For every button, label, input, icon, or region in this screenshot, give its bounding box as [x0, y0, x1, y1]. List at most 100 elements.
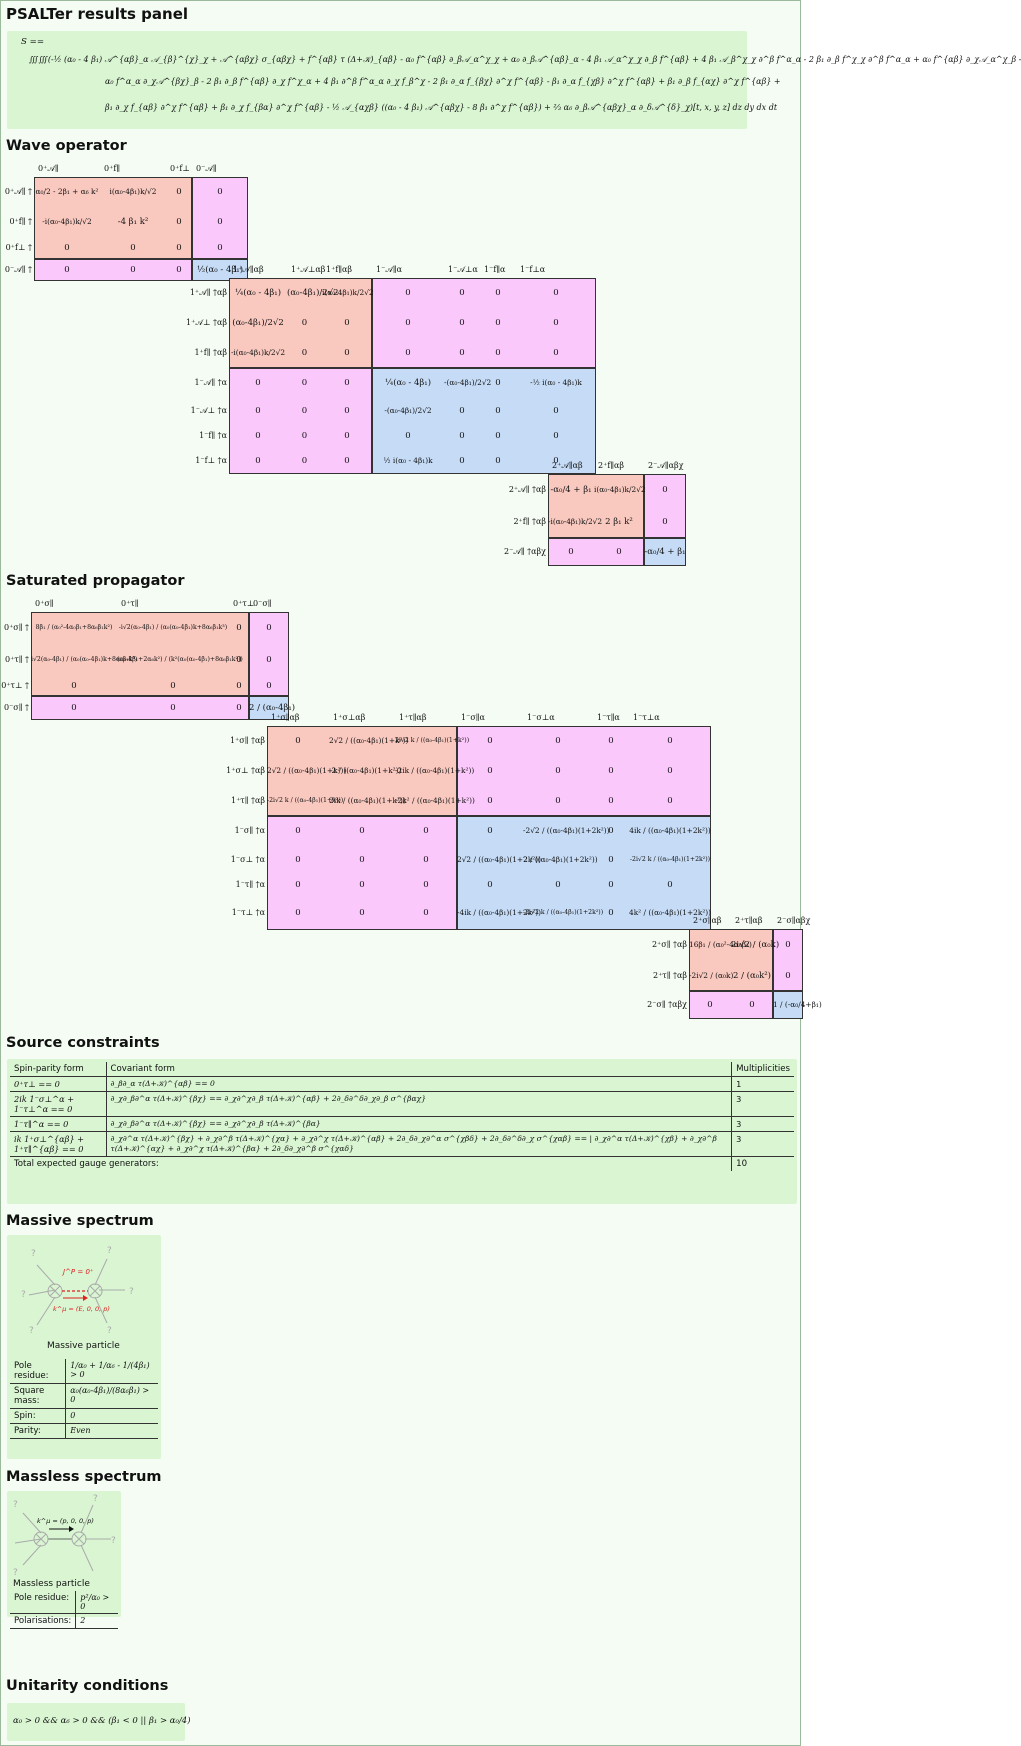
wave-b0-cell: 0: [176, 265, 182, 275]
wave-b1-cell: 0: [459, 318, 465, 328]
wave-b1-cell: 0: [344, 456, 350, 466]
massive-row: Parity:Even: [10, 1423, 158, 1439]
prop-b0-region: [31, 696, 249, 720]
prop-b2-region: [773, 991, 803, 1019]
wave-b2-region: [548, 538, 644, 566]
wave-b2-region: [644, 474, 686, 538]
wave-b1-cell: 0: [459, 406, 465, 416]
unitarity-box: α₀ > 0 && α₆ > 0 && (β₁ < 0 || β₁ > α₀/4…: [7, 1703, 191, 1741]
prop-b0-col-header: 0⁻σ∥: [253, 599, 272, 608]
wave-b1-cell: 0: [553, 406, 559, 416]
action-line-1: ∭∭(-½ (α₀ - 4 β₁) 𝒜^{αβ}_α 𝒜_{β}^{χ}_χ +…: [29, 55, 1021, 64]
prop-b1-cell: 0: [423, 880, 429, 890]
wave-b0-col-header: 0⁻𝒜∥: [196, 164, 217, 173]
wave-b1-cell: 0: [459, 456, 465, 466]
prop-b1-cell: 0: [487, 766, 493, 776]
prop-b1-cell: 0: [667, 766, 673, 776]
wave-b1-cell: 0: [495, 318, 501, 328]
prop-b0-row-label: 0⁻σ∥ †: [3, 703, 29, 712]
wave-b2-cell: -α₀/4 + β₁: [644, 547, 686, 557]
constraint-spinparity: 0⁺τ⊥ == 0: [10, 1076, 107, 1092]
prop-b1-cell: 0: [295, 908, 301, 918]
constraints-table: Spin-parity form Covariant form Multipli…: [10, 1062, 794, 1171]
prop-b0-cell: 0: [170, 681, 176, 691]
svg-text:?: ?: [13, 1500, 18, 1510]
prop-b1-cell: 0: [667, 736, 673, 746]
massive-label: Parity:: [10, 1423, 67, 1439]
action-line-3: β₁ ∂_χ f_{αβ} ∂^χ f^{αβ} + β₁ ∂_χ f_{βα}…: [105, 103, 778, 112]
wave-b1-cell: 0: [495, 456, 501, 466]
wave-b1-cell: 0: [301, 348, 308, 358]
wave-b2-row-label: 2⁺f∥ †αβ: [513, 517, 546, 526]
massive-k-label: k^μ = (E, 0, 0, p): [53, 1305, 110, 1313]
wave-b1-cell: 0: [405, 288, 411, 298]
prop-b0-cell: 0: [236, 655, 242, 665]
prop-b1-cell: 2√2 / ((α₀-4β₁)(1+2k²)): [457, 855, 542, 864]
wave-b1-region: [372, 368, 596, 474]
prop-b1-region: [457, 726, 711, 816]
massless-caption: Massless particle: [13, 1579, 90, 1589]
wave-b1-cell: 0: [553, 456, 559, 466]
wave-b1-cell: 0: [459, 288, 465, 298]
prop-b1-cell: -2k² / ((α₀-4β₁)(1+k²)): [395, 796, 475, 805]
constraint-spinparity: ik 1⁺σ⊥^{αβ} + 1⁺τ∥^{αβ} == 0: [10, 1131, 107, 1157]
prop-b1-row-label: 1⁺τ∥ †αβ: [230, 796, 265, 805]
wave-b1-col-header: 1⁻f∥α: [484, 265, 506, 274]
wave-b2-cell: i(α₀-4β₁)k/2√2: [594, 485, 646, 494]
prop-b1-cell: -2ik / ((α₀-4β₁)(1+k²)): [395, 766, 475, 775]
wave-b1-col-header: 1⁻f⊥α: [520, 265, 546, 274]
prop-b1-cell: 4k² / ((α₀-4β₁)(1+2k²)): [629, 908, 712, 917]
prop-b2-cell: 0: [749, 1000, 755, 1010]
prop-b1-cell: 0: [608, 855, 614, 865]
prop-b0-cell: 0: [266, 681, 272, 691]
wave-b1-row-label: 1⁺𝒜⊥ †αβ: [186, 318, 227, 327]
wave-b1-cell: 0: [344, 378, 350, 388]
prop-b1-row-label: 1⁻σ∥ †α: [234, 826, 265, 835]
prop-b2-cell: -2i√2 / (α₀k): [689, 971, 734, 980]
constraint-row: 2ik 1⁻σ⊥^α + 1⁻τ⊥^α == 0∂_χ∂_β∂^α τ(Δ+𝒦)…: [10, 1091, 794, 1117]
massive-row: Square mass:α₀(α₀-4β₁)/(8α₆β₁) > 0: [10, 1383, 158, 1409]
massless-value: p²/α₀ > 0: [80, 1593, 110, 1611]
massless-row: Pole residue:p²/α₀ > 0: [10, 1591, 118, 1614]
prop-b1-cell: 0: [555, 880, 561, 890]
constraints-total-value: 10: [736, 1159, 748, 1169]
propagator-heading: Saturated propagator: [6, 573, 185, 589]
svg-text:?: ?: [93, 1494, 98, 1504]
wave-b1-col-header: 1⁺𝒜⊥αβ: [291, 265, 326, 274]
wave-b2-cell: 2 β₁ k²: [605, 517, 633, 527]
wave-b1-col-header: 1⁺𝒜∥αβ: [233, 265, 264, 274]
wave-b1-cell: 0: [495, 288, 501, 298]
constraints-box: Spin-parity form Covariant form Multipli…: [7, 1059, 797, 1204]
constraints-header-spinparity: Spin-parity form: [10, 1062, 107, 1077]
wave-b2-cell: 0: [662, 485, 668, 495]
unitarity-condition: α₀ > 0 && α₆ > 0 && (β₁ < 0 || β₁ > α₀/4…: [13, 1716, 191, 1726]
prop-b1-cell: 2ik / ((α₀-4β₁)(1+k²)): [329, 796, 406, 805]
prop-b0-cell: -i√2(α₀-4β₁) / (α₀(α₀-4β₁)k+8α₆β₁k³): [118, 624, 228, 631]
prop-b0-region: [31, 612, 249, 696]
wave-b1-cell: 0: [405, 431, 411, 441]
prop-b1-cell: 2 / ((α₀-4β₁)(1+2k²)): [523, 855, 598, 864]
wave-b1-cell: ¼(α₀ - 4β₁): [384, 378, 432, 388]
prop-b1-cell: -2 / ((α₀-4β₁)(1+k²)): [329, 766, 402, 775]
wave-b1-cell: -½ i(α₀ - 4β₁)k: [530, 378, 582, 387]
prop-b1-col-header: 1⁺σ⊥αβ: [333, 713, 366, 722]
massless-row: Polarisations:2: [10, 1613, 118, 1629]
massless-heading: Massless spectrum: [6, 1469, 162, 1485]
wave-b0-cell: -4 β₁ k²: [117, 217, 149, 227]
prop-b1-cell: 0: [295, 736, 301, 746]
wave-b1-cell: 0: [344, 431, 350, 441]
constraint-covariant: ∂_χ∂^α τ(Δ+𝒦)^{βχ} + ∂_χ∂^β τ(Δ+𝒦)^{χα} …: [106, 1131, 733, 1157]
massive-label: Square mass:: [10, 1383, 67, 1409]
massive-caption: Massive particle: [47, 1341, 120, 1351]
prop-b1-col-header: 1⁺σ∥αβ: [271, 713, 300, 722]
constraint-covariant: ∂_β∂_α τ(Δ+𝒦)^{αβ} == 0: [106, 1076, 733, 1092]
prop-b1-col-header: 1⁻σ⊥α: [527, 713, 555, 722]
prop-b2-cell: 2i√2 / (α₀k): [731, 940, 780, 950]
massless-particle-diagram: ? ? ? ?: [13, 1494, 116, 1578]
wave-b0-region: [34, 177, 192, 259]
action-lhs: S ==: [21, 37, 45, 47]
wave-b1-row-label: 1⁻f⊥ †α: [195, 456, 227, 465]
constraint-row: 1⁻τ∥^α == 0∂_χ∂_β∂^α τ(Δ+𝒦)^{βχ} == ∂_χ∂…: [10, 1116, 794, 1132]
